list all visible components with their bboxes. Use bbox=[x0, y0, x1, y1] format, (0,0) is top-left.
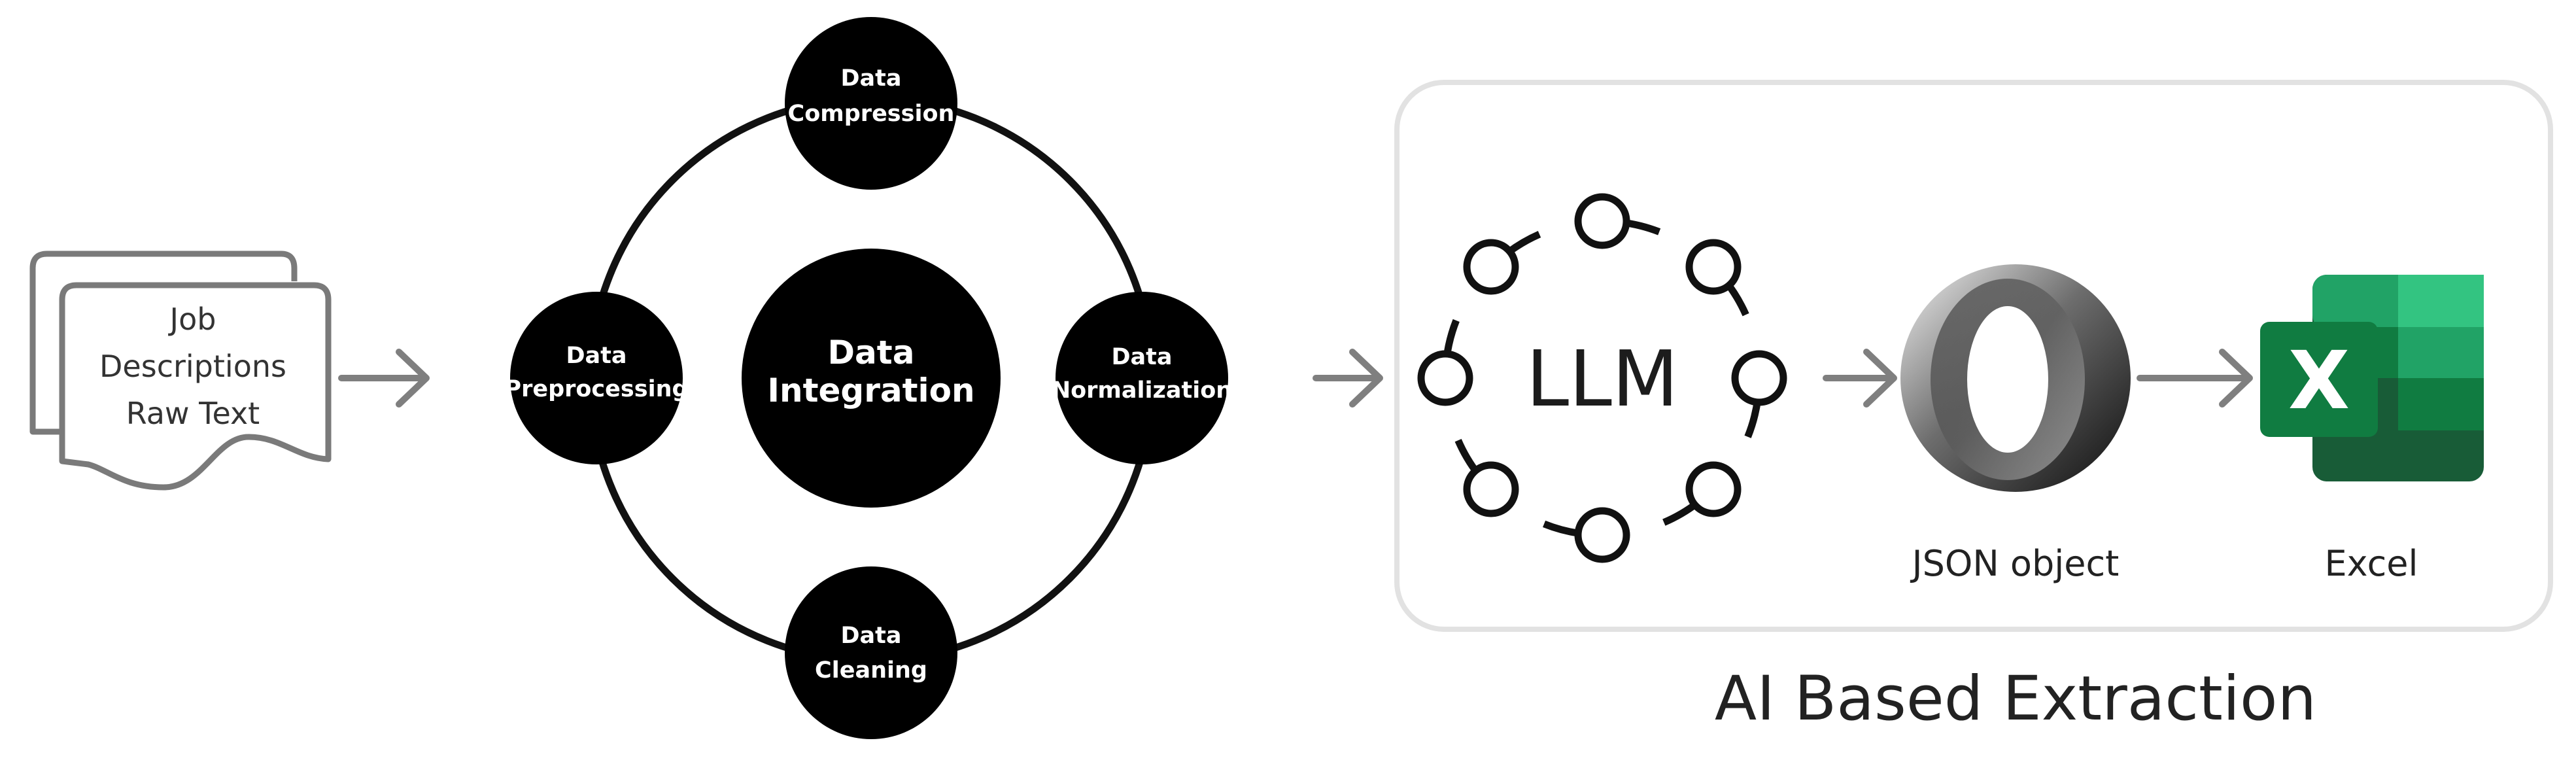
excel-caption: Excel bbox=[2324, 543, 2418, 584]
normalization-label-1: Data bbox=[1111, 344, 1172, 370]
integration-label-2: Integration bbox=[767, 372, 974, 409]
excel-logo-icon: X bbox=[2260, 275, 2484, 481]
raw-text-document: Job Descriptions Raw Text bbox=[29, 251, 332, 491]
arrow-llm-to-json bbox=[1823, 349, 1897, 408]
cleaning-label-1: Data bbox=[840, 623, 901, 649]
llm-node-top-right bbox=[1685, 239, 1742, 295]
document-line-1: Job bbox=[168, 302, 216, 337]
llm-node-top bbox=[1574, 193, 1630, 249]
normalization-label-2: Normalization bbox=[1052, 377, 1232, 404]
arrow-cycle-to-llm bbox=[1313, 349, 1383, 408]
node-data-normalization: Data Normalization bbox=[1052, 292, 1232, 464]
preprocessing-label-2: Preprocessing bbox=[504, 376, 688, 402]
llm-label: LLM bbox=[1526, 334, 1678, 424]
llm-node-left bbox=[1417, 350, 1473, 406]
json-caption: JSON object bbox=[1910, 543, 2120, 584]
llm-node-bottom-right bbox=[1685, 461, 1742, 517]
json-logo-icon bbox=[1900, 264, 2131, 492]
node-data-cleaning: Data Cleaning bbox=[785, 566, 957, 739]
front-page-icon bbox=[59, 282, 332, 491]
llm-node-top-left bbox=[1463, 239, 1519, 295]
arrow-document-to-cycle bbox=[338, 349, 430, 408]
compression-label-1: Data bbox=[840, 65, 901, 92]
node-data-compression: Data Compression bbox=[785, 17, 957, 190]
arrow-json-to-excel bbox=[2137, 349, 2253, 408]
llm-network-icon: LLM bbox=[1417, 193, 1787, 563]
data-integration-cycle: Data Integration Data Compression Data P… bbox=[504, 17, 1232, 739]
cleaning-label-2: Cleaning bbox=[815, 657, 927, 684]
node-data-integration: Data Integration bbox=[742, 249, 1001, 508]
llm-node-bottom bbox=[1574, 507, 1630, 563]
excel-x-glyph: X bbox=[2288, 334, 2350, 427]
back-page-edge bbox=[29, 268, 62, 435]
compression-label-2: Compression bbox=[788, 101, 955, 127]
node-data-preprocessing: Data Preprocessing bbox=[504, 292, 689, 464]
ai-extraction-panel: LLM JSON object X bbox=[1394, 80, 2553, 632]
extraction-title: AI Based Extraction bbox=[1715, 663, 2316, 735]
back-page-icon bbox=[29, 251, 298, 281]
document-line-3: Raw Text bbox=[126, 396, 260, 431]
llm-node-right bbox=[1731, 350, 1787, 406]
preprocessing-label-1: Data bbox=[566, 343, 627, 369]
integration-label-1: Data bbox=[828, 334, 915, 372]
document-line-2: Descriptions bbox=[99, 349, 286, 384]
llm-node-bottom-left bbox=[1463, 461, 1519, 517]
